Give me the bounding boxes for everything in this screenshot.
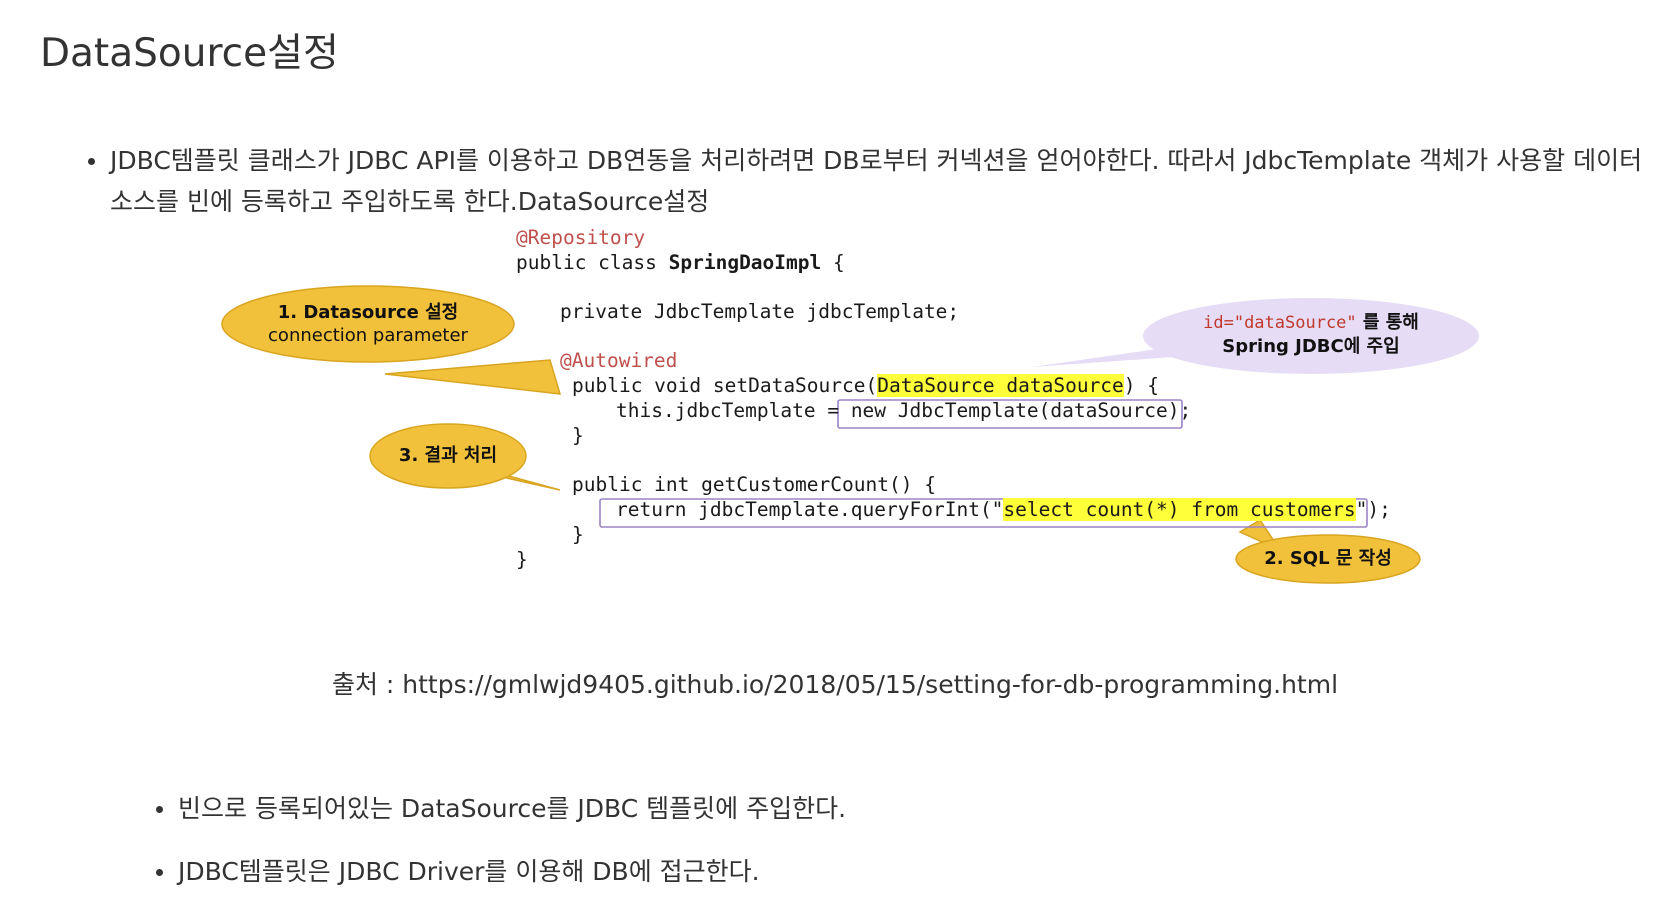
code-autowired-annotation: @Autowired xyxy=(560,349,678,372)
code-close-brace: } xyxy=(572,523,584,546)
code-setter-suffix: ) { xyxy=(1123,374,1160,397)
code-close-brace: } xyxy=(572,424,584,447)
callout-1-shape xyxy=(384,359,562,395)
code-method-signature: public int getCustomerCount() { xyxy=(572,473,936,496)
code-setter-signature: public void setDataSource(DataSource dat… xyxy=(572,373,1159,399)
code-assign-value: new JdbcTemplate(dataSource); xyxy=(850,399,1192,422)
image-caption: 출처 : https://gmlwjd9405.github.io/2018/0… xyxy=(331,670,1339,699)
callout-4-id: id="dataSource" xyxy=(1203,313,1357,333)
callout-4-text: id="dataSource" 를 통해 Spring JDBC에 주입 xyxy=(1143,311,1479,358)
page-title: DataSource설정 xyxy=(40,31,339,76)
bullet-item: 빈으로 등록되어있는 DataSource를 JDBC 템플릿에 주입한다. xyxy=(156,788,1578,829)
code-return-suffix: "); xyxy=(1355,498,1391,521)
callout-1-title: 1. Datasource 설정 xyxy=(277,302,459,323)
callout-3-text: 3. 결과 처리 xyxy=(398,445,498,466)
code-repository-annotation: @Repository xyxy=(516,226,646,249)
code-class-prefix: public class xyxy=(516,251,669,274)
code-class-name: SpringDaoImpl xyxy=(668,251,822,274)
bullet-item: JDBC템플릿 클래스가 JDBC API를 이용하고 DB연동을 처리하려면 … xyxy=(88,140,1650,222)
callout-2-bubble xyxy=(1235,534,1421,584)
callout-3-bubble xyxy=(369,423,527,489)
code-close-brace: } xyxy=(516,548,528,571)
assign-box xyxy=(837,399,1183,429)
code-setter-param: DataSource dataSource xyxy=(877,374,1124,397)
code-class-suffix: { xyxy=(821,251,845,274)
bullet-item: JDBC템플릿은 JDBC Driver를 이용해 DB에 접근한다. xyxy=(156,851,1578,892)
callout-1-subtitle: connection parameter xyxy=(268,325,468,346)
code-assign-line: this.jdbcTemplate = new JdbcTemplate(dat… xyxy=(616,398,1191,424)
callout-shapes xyxy=(221,285,1479,584)
callout-2-text: 2. SQL 문 작성 xyxy=(1264,548,1392,569)
callout-1-bubble xyxy=(221,285,515,363)
callout-4-line2: Spring JDBC에 주입 xyxy=(1222,336,1400,357)
callout-4-bubble xyxy=(1143,298,1479,374)
code-return-line: return jdbcTemplate.queryForInt("select … xyxy=(616,497,1391,523)
code-field: private JdbcTemplate jdbcTemplate; xyxy=(560,300,960,323)
callout-1-text: 1. Datasource 설정 connection parameter xyxy=(222,301,514,347)
code-assign-prefix: this.jdbcTemplate = xyxy=(616,399,851,422)
code-return-sql: select count(*) from customers xyxy=(1003,498,1356,521)
code-setter-prefix: public void setDataSource( xyxy=(572,374,878,397)
return-box xyxy=(599,498,1368,528)
code-return-prefix: return jdbcTemplate.queryForInt(" xyxy=(616,498,1004,521)
code-figure: @Repository public class SpringDaoImpl {… xyxy=(220,226,1540,632)
code-class-declaration: public class SpringDaoImpl { xyxy=(516,250,845,276)
callout-4-tail: 를 통해 xyxy=(1356,312,1419,333)
